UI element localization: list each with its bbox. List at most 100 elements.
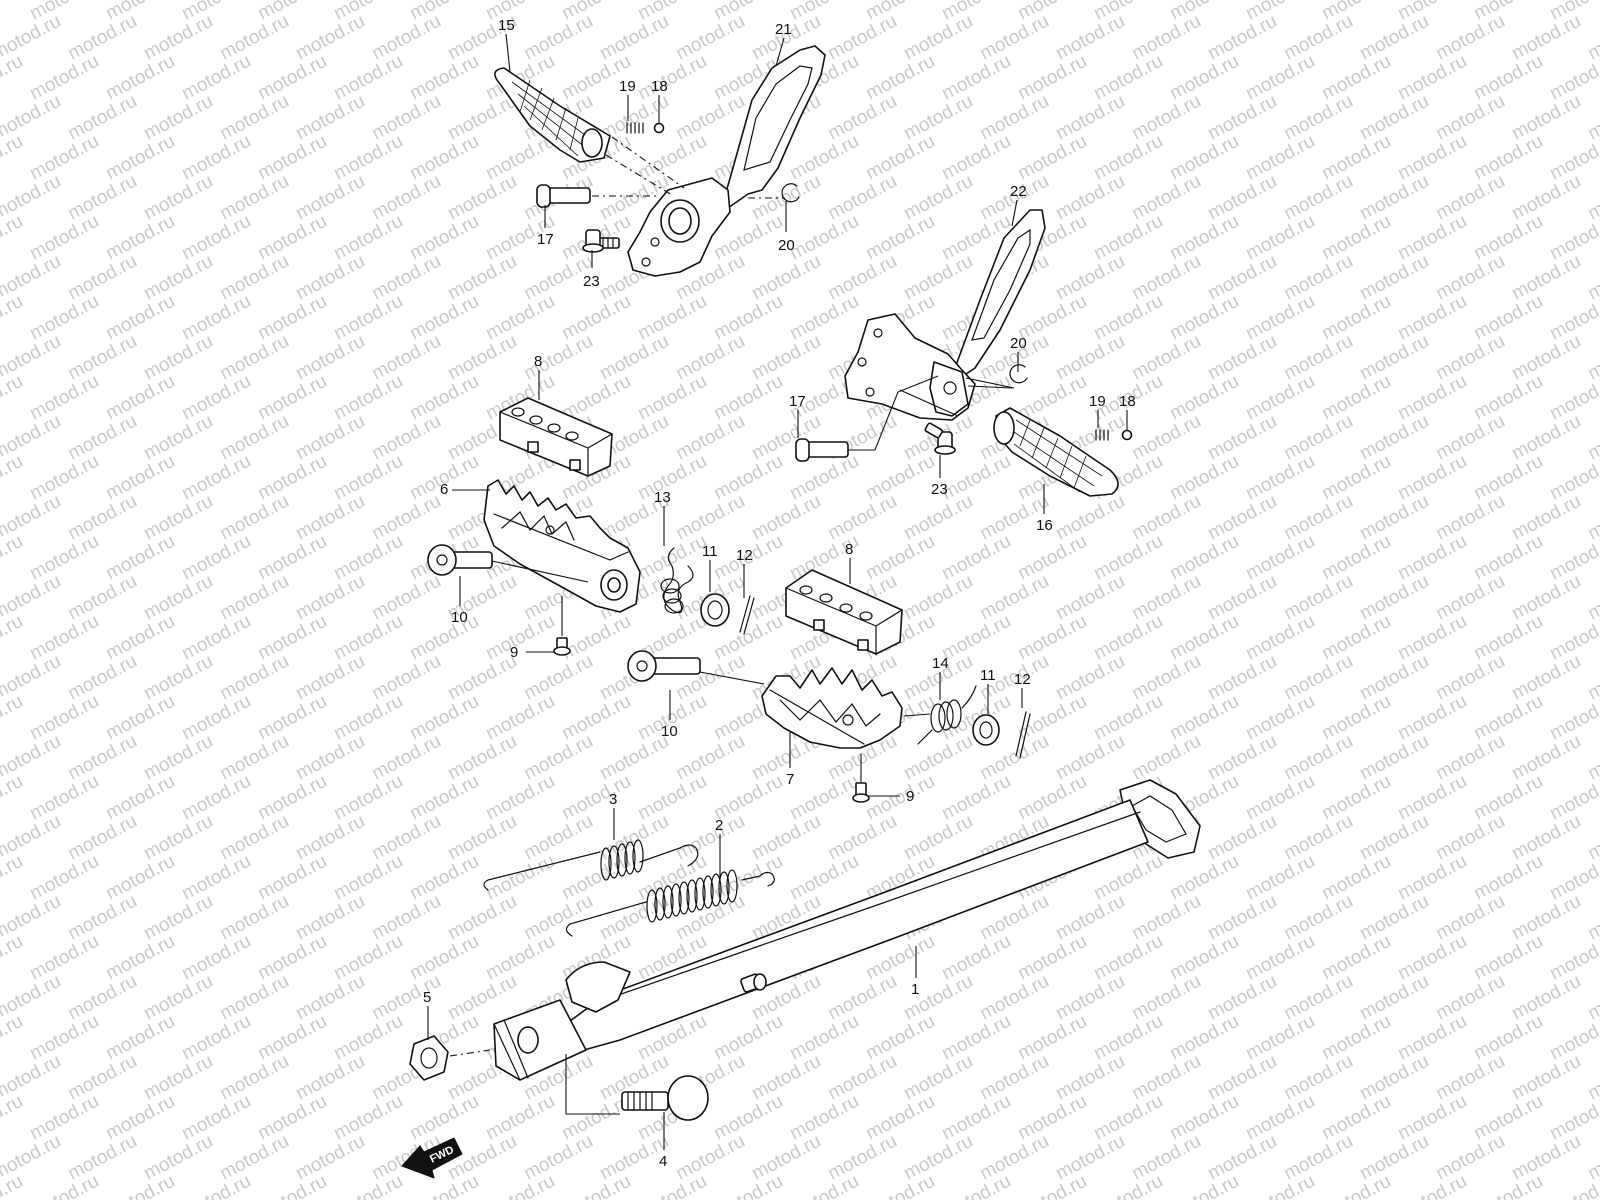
watermark-text: motod.ru [1280,411,1356,465]
callout-13: 13 [654,489,671,506]
callout-11: 11 [702,543,718,560]
watermark-text: motod.ru [1394,531,1470,585]
watermark-text: motod.ru [748,1131,824,1185]
watermark-text: motod.ru [482,691,558,745]
callout-9: 9 [510,644,518,661]
watermark-text: motod.ru [1052,171,1128,225]
watermark-text: motod.ru [26,851,102,905]
watermark-text: motod.ru [520,811,596,865]
watermark-text: motod.ru [824,811,900,865]
watermark-text: motod.ru [1204,971,1280,1025]
watermark-text: motod.ru [1584,1131,1600,1185]
watermark-text: motod.ru [102,771,178,825]
watermark-text: motod.ru [1128,251,1204,305]
watermark-text: motod.ru [900,171,976,225]
watermark-text: motod.ru [1166,851,1242,905]
watermark-text: motod.ru [1128,651,1204,705]
watermark-text: motod.ru [178,211,254,265]
callout-10: 10 [451,609,468,626]
leader-lines [427,33,1128,1150]
watermark-text: motod.ru [1318,1091,1394,1145]
watermark-text: motod.ru [938,611,1014,665]
watermark-text: motod.ru [1394,451,1470,505]
watermark-text: motod.ru [292,971,368,1025]
callout-19: 19 [619,78,636,95]
watermark-text: motod.ru [1052,891,1128,945]
watermark-text: motod.ru [1584,91,1600,145]
watermark-text: motod.ru [102,691,178,745]
watermark-text: motod.ru [406,211,482,265]
watermark-text: motod.ru [406,611,482,665]
watermark-text: motod.ru [292,331,368,385]
footrest-rubber-lower [785,569,903,655]
watermark-text: motod.ru [368,971,444,1025]
watermark-text: motod.ru [976,971,1052,1025]
ball-18-right [653,122,665,134]
watermark-text: motod.ru [1014,691,1090,745]
watermark-text: motod.ru [254,771,330,825]
watermark-text: motod.ru [520,11,596,65]
watermark-text: motod.ru [178,1011,254,1065]
watermark-text: motod.ru [900,731,976,785]
pillion-bracket-right [627,45,826,277]
watermark-text: motod.ru [786,851,862,905]
watermark-text: motod.ru [938,931,1014,985]
watermark-text: motod.ru [1356,651,1432,705]
watermark-text: motod.ru [0,291,27,345]
callouts: 15 21 19 18 17 20 23 22 20 17 19 18 23 1… [423,17,1136,1170]
watermark-text: motod.ru [292,891,368,945]
watermark-text: motod.ru [1356,1051,1432,1105]
watermark-text: motod.ru [64,651,140,705]
watermark-text: motod.ru [178,1091,254,1145]
callout-5: 5 [423,989,431,1006]
watermark-text: motod.ru [824,11,900,65]
callout-6: 6 [440,481,448,498]
watermark-text: motod.ru [330,1091,406,1145]
watermark-text: motod.ru [862,771,938,825]
watermark-text: motod.ru [786,1171,862,1200]
callout-4: 4 [659,1153,667,1170]
callout-15: 15 [498,17,515,34]
watermark-text: motod.ru [824,1051,900,1105]
watermark-text: motod.ru [1508,651,1584,705]
watermark-text: motod.ru [1508,891,1584,945]
watermark-text: motod.ru [520,1131,596,1185]
watermark-text: motod.ru [1280,731,1356,785]
watermark-text: motod.ru [1204,1131,1280,1185]
watermark-text: motod.ru [368,891,444,945]
watermark-text: motod.ru [1128,1051,1204,1105]
watermark-text: motod.ru [0,611,27,665]
watermark-text: motod.ru [824,1131,900,1185]
watermark-text: motod.ru [102,931,178,985]
watermark-text: motod.ru [824,251,900,305]
footrest-bolt-9-lower [852,754,870,803]
watermark-text: motod.ru [1090,1171,1166,1200]
watermark-text: motod.ru [102,131,178,185]
watermark-text: motod.ru [102,531,178,585]
watermark-text: motod.ru [1584,891,1600,945]
watermark-text: motod.ru [1508,1051,1584,1105]
watermark-text: motod.ru [1508,571,1584,625]
watermark-text: motod.ru [786,211,862,265]
watermark-text: motod.ru [1508,11,1584,65]
watermark-text: motod.ru [1508,411,1584,465]
watermark-text: motod.ru [634,371,710,425]
watermark-text: motod.ru [1356,331,1432,385]
watermark-text: motod.ru [1014,1171,1090,1200]
watermark-text: motod.ru [1584,491,1600,545]
spring-19-left [1095,429,1109,441]
watermark-text: motod.ru [1432,891,1508,945]
watermark-text: motod.ru [558,1171,634,1200]
watermark-text: motod.ru [254,531,330,585]
watermark-text: motod.ru [1280,1051,1356,1105]
watermark-text: motod.ru [938,771,1014,825]
watermark-text: motod.ru [1128,411,1204,465]
bracket-pin-right-17 [536,184,591,208]
watermark-text: motod.ru [862,451,938,505]
watermark-text: motod.ru [710,371,786,425]
watermark-text: motod.ru [330,131,406,185]
watermark-text: motod.ru [102,611,178,665]
watermark-text: motod.ru [1508,171,1584,225]
watermark-text: motod.ru [520,891,596,945]
